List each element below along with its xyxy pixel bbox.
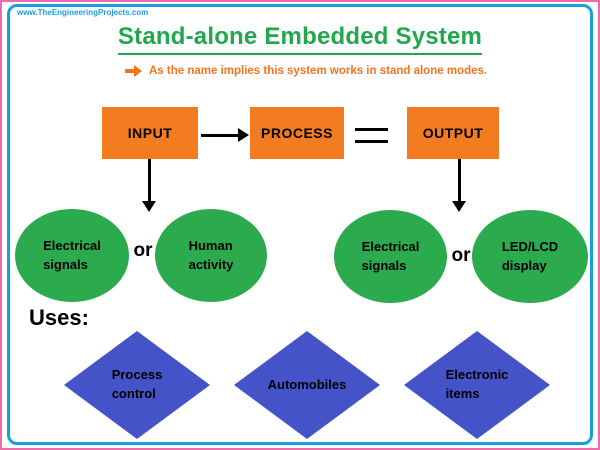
right-arrow-icon-head — [134, 65, 142, 77]
diamond-electronic-items: Electronic items — [404, 331, 550, 439]
diamond-label: Automobiles — [267, 376, 347, 392]
ellipse-led-lcd-display: LED/LCD display — [472, 210, 588, 303]
arrow-input-to-process — [201, 128, 249, 142]
equals-bar-bottom — [355, 140, 388, 143]
process-box: PROCESS — [250, 107, 344, 159]
diamond-label: Process control — [111, 367, 163, 401]
uses-heading: Uses: — [29, 305, 89, 330]
diamond-process-control: Process control — [64, 331, 210, 439]
ellipse-electrical-signals-input: Electrical signals — [15, 209, 129, 302]
arrow-stem — [201, 133, 239, 137]
ellipse-label: Electrical signals — [361, 238, 420, 273]
ellipse-label: Human activity — [188, 237, 234, 272]
ellipse-human-activity: Human activity — [155, 209, 267, 302]
or-label-input: or — [133, 240, 153, 261]
equals-sign-process-output — [355, 128, 388, 143]
arrow-head — [238, 128, 249, 142]
right-arrow-icon — [125, 65, 142, 77]
diamond-automobiles: Automobiles — [234, 331, 380, 439]
subtitle-row: As the name implies this system works in… — [125, 65, 487, 77]
arrow-head — [452, 201, 466, 212]
diamond-label: Electronic items — [445, 367, 509, 401]
title-wrap: Stand-alone Embedded System — [2, 25, 598, 55]
right-arrow-icon-stem — [125, 69, 134, 73]
page-title: Stand-alone Embedded System — [117, 25, 483, 55]
output-box: OUTPUT — [407, 107, 499, 159]
arrow-head — [142, 201, 156, 212]
ellipse-label: Electrical signals — [43, 237, 101, 272]
equals-bar-top — [355, 128, 388, 131]
arrow-stem — [457, 159, 461, 201]
arrow-stem — [147, 159, 151, 201]
subtitle-text: As the name implies this system works in… — [149, 65, 488, 77]
ellipse-label: LED/LCD display — [501, 238, 559, 273]
arrow-output-down — [452, 159, 466, 212]
input-box: INPUT — [102, 107, 198, 159]
or-label-output: or — [451, 245, 471, 266]
arrow-input-down — [142, 159, 156, 212]
watermark-url: www.TheEngineeringProjects.com — [14, 8, 152, 17]
ellipse-electrical-signals-output: Electrical signals — [334, 210, 447, 303]
